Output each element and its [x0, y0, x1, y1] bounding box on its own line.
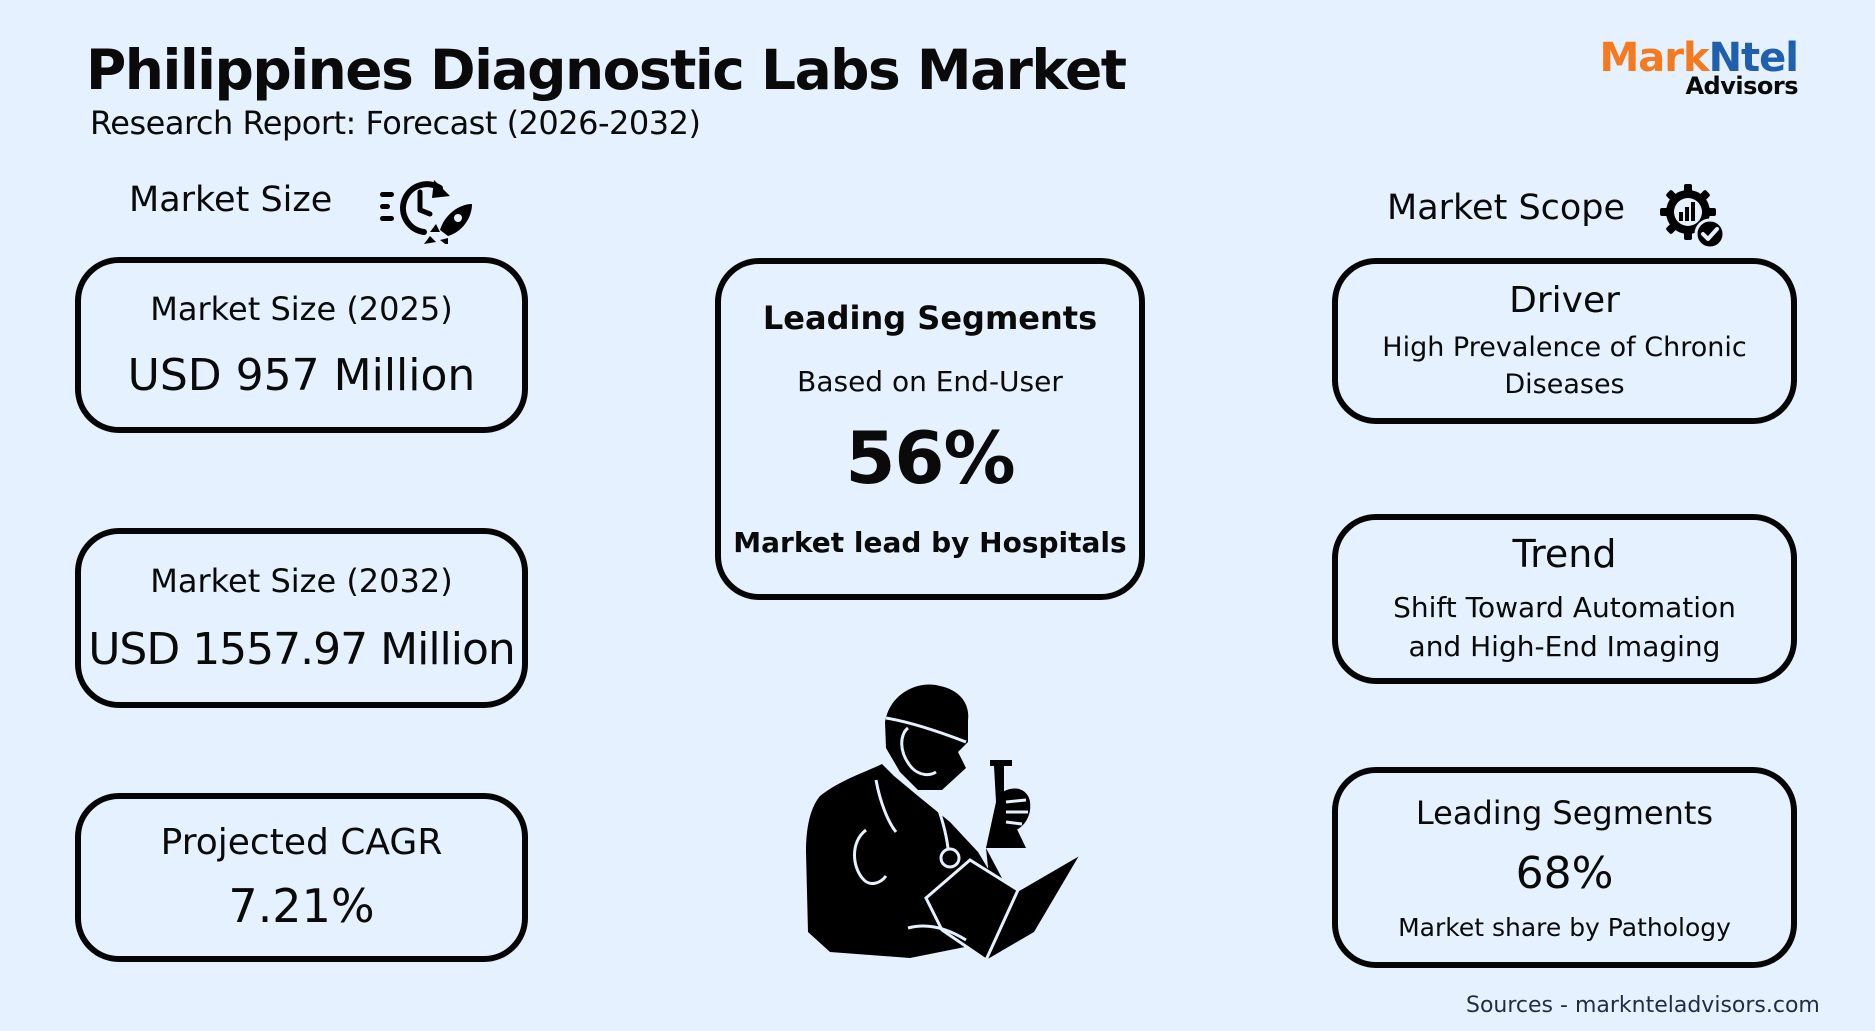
- end-user-basis: Based on End-User: [797, 365, 1063, 398]
- market-size-2032-value: USD 1557.97 Million: [88, 623, 516, 675]
- logo-advisors: Advisors: [1685, 72, 1798, 100]
- pathology-caption: Market share by Pathology: [1398, 912, 1731, 942]
- pathology-card-title: Leading Segments: [1415, 793, 1714, 832]
- hospitals-share-value: 56%: [845, 416, 1015, 500]
- market-size-2025-label: Market Size (2025): [150, 289, 453, 328]
- marknetl-logo: MarkNtel Advisors: [1588, 35, 1799, 100]
- projected-cagr-card: Projected CAGR 7.21%: [75, 793, 528, 962]
- market-scope-heading: Market Scope: [1387, 188, 1626, 228]
- sources-footer: Sources - marknteladvisors.com: [1466, 993, 1820, 1018]
- driver-text: High Prevalence of Chronic Diseases: [1382, 329, 1746, 403]
- page-title: Philippines Diagnostic Labs Market: [86, 38, 1127, 102]
- projected-cagr-label: Projected CAGR: [160, 822, 443, 863]
- trend-title: Trend: [1512, 532, 1617, 576]
- doctor-with-flask-and-book-icon: [790, 672, 1090, 972]
- trend-card: Trend Shift Toward Automation and High-E…: [1332, 514, 1797, 684]
- driver-text-line-2: Diseases: [1504, 368, 1625, 400]
- logo-ntel: Ntel: [1708, 35, 1799, 81]
- driver-title: Driver: [1509, 279, 1620, 321]
- market-size-2032-card: Market Size (2032) USD 1557.97 Million: [75, 528, 528, 708]
- page-subtitle: Research Report: Forecast (2026-2032): [90, 104, 701, 142]
- trend-text-line-2: and High-End Imaging: [1408, 630, 1721, 663]
- leading-segments-title: Leading Segments: [762, 299, 1098, 337]
- clock-rocket-icon: [378, 174, 478, 244]
- hospitals-caption: Market lead by Hospitals: [733, 526, 1127, 559]
- market-size-heading: Market Size: [129, 180, 333, 220]
- logo-mark: Mark: [1599, 35, 1709, 81]
- projected-cagr-value: 7.21%: [228, 879, 375, 933]
- leading-segment-end-user-card: Leading Segments Based on End-User 56% M…: [715, 258, 1145, 600]
- gear-chart-check-icon: [1658, 182, 1726, 250]
- trend-text-line-1: Shift Toward Automation: [1393, 591, 1736, 624]
- driver-text-line-1: High Prevalence of Chronic: [1382, 331, 1747, 363]
- driver-card: Driver High Prevalence of Chronic Diseas…: [1332, 258, 1797, 424]
- market-size-2032-label: Market Size (2032): [150, 561, 453, 600]
- pathology-share-value: 68%: [1515, 847, 1614, 899]
- market-size-2025-card: Market Size (2025) USD 957 Million: [75, 257, 528, 433]
- trend-text: Shift Toward Automation and High-End Ima…: [1393, 588, 1736, 666]
- leading-segment-pathology-card: Leading Segments 68% Market share by Pat…: [1332, 767, 1797, 968]
- market-size-2025-value: USD 957 Million: [127, 349, 476, 401]
